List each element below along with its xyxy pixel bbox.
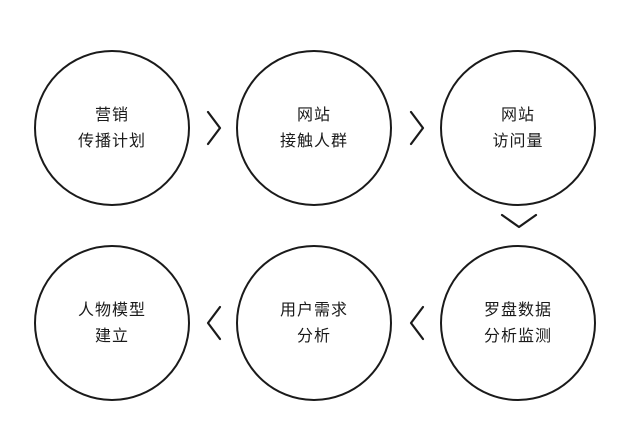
step-marketing-plan: 营销 传播计划 [34, 50, 190, 206]
step-line1: 罗盘数据 [483, 300, 552, 319]
step-line1: 人物模型 [77, 300, 146, 319]
step-line2: 建立 [94, 326, 129, 345]
step-user-needs-analysis: 用户需求 分析 [236, 245, 392, 401]
step-line2: 访问量 [492, 131, 544, 150]
step-line1: 网站 [500, 105, 535, 124]
chevron-left-icon [205, 305, 223, 341]
chevron-right-icon [205, 110, 223, 146]
step-compass-data-analysis: 罗盘数据 分析监测 [440, 245, 596, 401]
step-line2: 分析监测 [483, 326, 552, 345]
step-persona-modeling: 人物模型 建立 [34, 245, 190, 401]
chevron-left-icon [408, 305, 426, 341]
step-line1: 用户需求 [279, 300, 348, 319]
step-site-traffic: 网站 访问量 [440, 50, 596, 206]
step-line2: 传播计划 [77, 131, 146, 150]
step-line2: 接触人群 [279, 131, 348, 150]
step-line2: 分析 [296, 326, 331, 345]
chevron-right-icon [408, 110, 426, 146]
step-line1: 网站 [296, 105, 331, 124]
step-site-reach: 网站 接触人群 [236, 50, 392, 206]
step-line1: 营销 [94, 105, 129, 124]
chevron-down-icon [500, 212, 538, 230]
